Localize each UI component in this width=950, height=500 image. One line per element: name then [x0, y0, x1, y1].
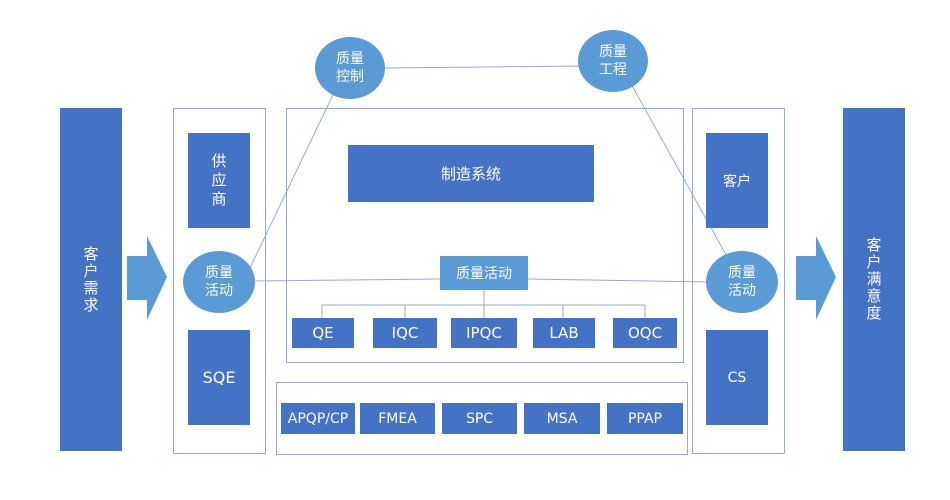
tool-box-fmea: FMEA: [360, 403, 435, 434]
customer-satisfaction-label: 客户满意度: [864, 237, 883, 322]
process-label-qe: QE: [312, 324, 334, 342]
tools-frame: [276, 382, 688, 455]
sqe-box: SQE: [188, 330, 250, 425]
process-box-ipqc: IPQC: [451, 318, 517, 348]
customer-satisfaction-bar: 客户满意度: [843, 108, 905, 451]
supplier-frame: [173, 108, 266, 454]
tool-box-msa: MSA: [524, 403, 600, 434]
quality-activity-left-label: 质量 活动: [205, 265, 233, 299]
process-box-iqc: IQC: [373, 318, 437, 348]
customer-demand-label: 客户需求: [81, 245, 100, 314]
process-label-ipqc: IPQC: [466, 324, 502, 342]
quality-activity-left-circle: 质量 活动: [183, 251, 255, 313]
customer-demand-bar: 客户需求: [60, 108, 122, 451]
manufacturing-system-label: 制造系统: [440, 165, 501, 183]
quality-activity-center-box: 质量活动: [440, 256, 528, 290]
tool-label-apqp: APQP/CP: [287, 410, 349, 427]
arrow-right-left: [127, 236, 167, 320]
quality-activity-right-circle: 质量 活动: [706, 251, 778, 313]
tool-box-spc: SPC: [442, 403, 517, 434]
arrow-right-right: [796, 236, 836, 320]
tool-label-fmea: FMEA: [378, 410, 417, 427]
process-box-oqc: OQC: [613, 318, 677, 348]
sqe-label: SQE: [202, 368, 236, 387]
process-label-oqc: OQC: [627, 324, 663, 342]
line-activity-left-to-center: [254, 278, 441, 282]
manufacturing-frame: [286, 108, 684, 363]
tool-box-apqp: APQP/CP: [281, 403, 355, 434]
process-box-lab: LAB: [533, 318, 595, 348]
line-center-to-activity-right: [527, 278, 709, 283]
supplier-label: 供 应 商: [211, 152, 227, 208]
quality-control-label: 质量 控制: [336, 51, 364, 85]
tool-label-msa: MSA: [546, 410, 578, 427]
process-label-iqc: IQC: [391, 324, 419, 342]
quality-engineering-circle: 质量 工程: [578, 30, 648, 92]
quality-activity-center-label: 质量活动: [456, 266, 512, 282]
line-engineering-to-activity-right: [629, 81, 731, 263]
tool-box-ppap: PPAP: [607, 403, 683, 434]
cs-label: CS: [727, 369, 747, 386]
quality-activity-right-label: 质量 活动: [728, 265, 756, 299]
cs-box: CS: [706, 330, 768, 425]
process-label-lab: LAB: [549, 324, 579, 342]
tool-label-spc: SPC: [465, 410, 494, 427]
manufacturing-system-box: 制造系统: [348, 145, 594, 202]
tool-label-ppap: PPAP: [627, 410, 662, 427]
customer-box: 客户: [706, 133, 768, 228]
customer-label: 客户: [723, 173, 751, 190]
quality-control-circle: 质量 控制: [315, 37, 385, 99]
customer-frame: [692, 108, 785, 454]
quality-engineering-label: 质量 工程: [599, 44, 627, 78]
process-box-qe: QE: [292, 318, 354, 348]
line-control-to-engineering: [384, 65, 586, 69]
supplier-box: 供 应 商: [188, 133, 250, 228]
